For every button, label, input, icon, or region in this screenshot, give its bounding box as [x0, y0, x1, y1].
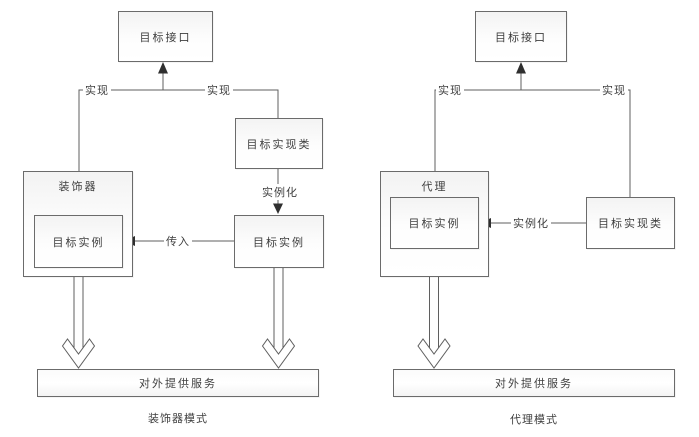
realize-label-right: 实现	[205, 82, 233, 98]
instantiate-arrowhead-icon	[273, 203, 283, 214]
box-label: 目标接口	[495, 31, 547, 44]
decorator-target-instance-box: 目标实例	[234, 215, 324, 268]
pass-in-label: 传入	[164, 233, 192, 249]
box-label: 目标实例	[253, 236, 305, 249]
proxy-inner-target-instance-box: 目标实例	[390, 197, 479, 249]
decorator-service-box: 对外提供服务	[37, 369, 319, 397]
service-arrow-icon	[417, 277, 451, 369]
proxy-target-impl-class-box: 目标实现类	[586, 197, 675, 249]
realize-label-right: 实现	[600, 82, 628, 98]
decorator-target-impl-class-box: 目标实现类	[235, 118, 323, 169]
box-label: 目标实例	[52, 236, 105, 249]
box-label: 代理	[421, 181, 448, 193]
box-label: 目标实例	[408, 218, 461, 230]
service-arrow-left-icon	[61, 277, 96, 369]
realize-arrowhead-icon	[158, 62, 168, 74]
proxy-pattern-connectors	[417, 62, 631, 369]
realize-label-left: 实现	[436, 82, 464, 98]
box-label: 目标接口	[139, 31, 192, 44]
realize-arrowhead-icon	[516, 62, 526, 74]
box-label: 对外提供服务	[139, 378, 217, 390]
proxy-pattern-caption: 代理模式	[510, 414, 558, 426]
box-label: 目标实现类	[246, 138, 312, 151]
realize-label-left: 实现	[83, 82, 111, 98]
box-label: 装饰器	[58, 181, 98, 193]
service-arrow-right-icon	[261, 268, 296, 369]
decorator-inner-target-instance-box: 目标实例	[34, 215, 123, 268]
box-label: 目标实现类	[598, 218, 663, 230]
decorator-pattern-caption: 装饰器模式	[148, 413, 208, 425]
instantiate-label: 实例化	[260, 184, 300, 200]
instantiate-label: 实例化	[511, 215, 551, 231]
realize-branch-line	[434, 89, 631, 197]
realize-branch-line	[78, 89, 279, 171]
proxy-target-interface-box: 目标接口	[475, 11, 567, 62]
proxy-service-box: 对外提供服务	[393, 369, 675, 397]
decorator-target-interface-box: 目标接口	[118, 11, 213, 62]
box-label: 对外提供服务	[495, 378, 573, 390]
